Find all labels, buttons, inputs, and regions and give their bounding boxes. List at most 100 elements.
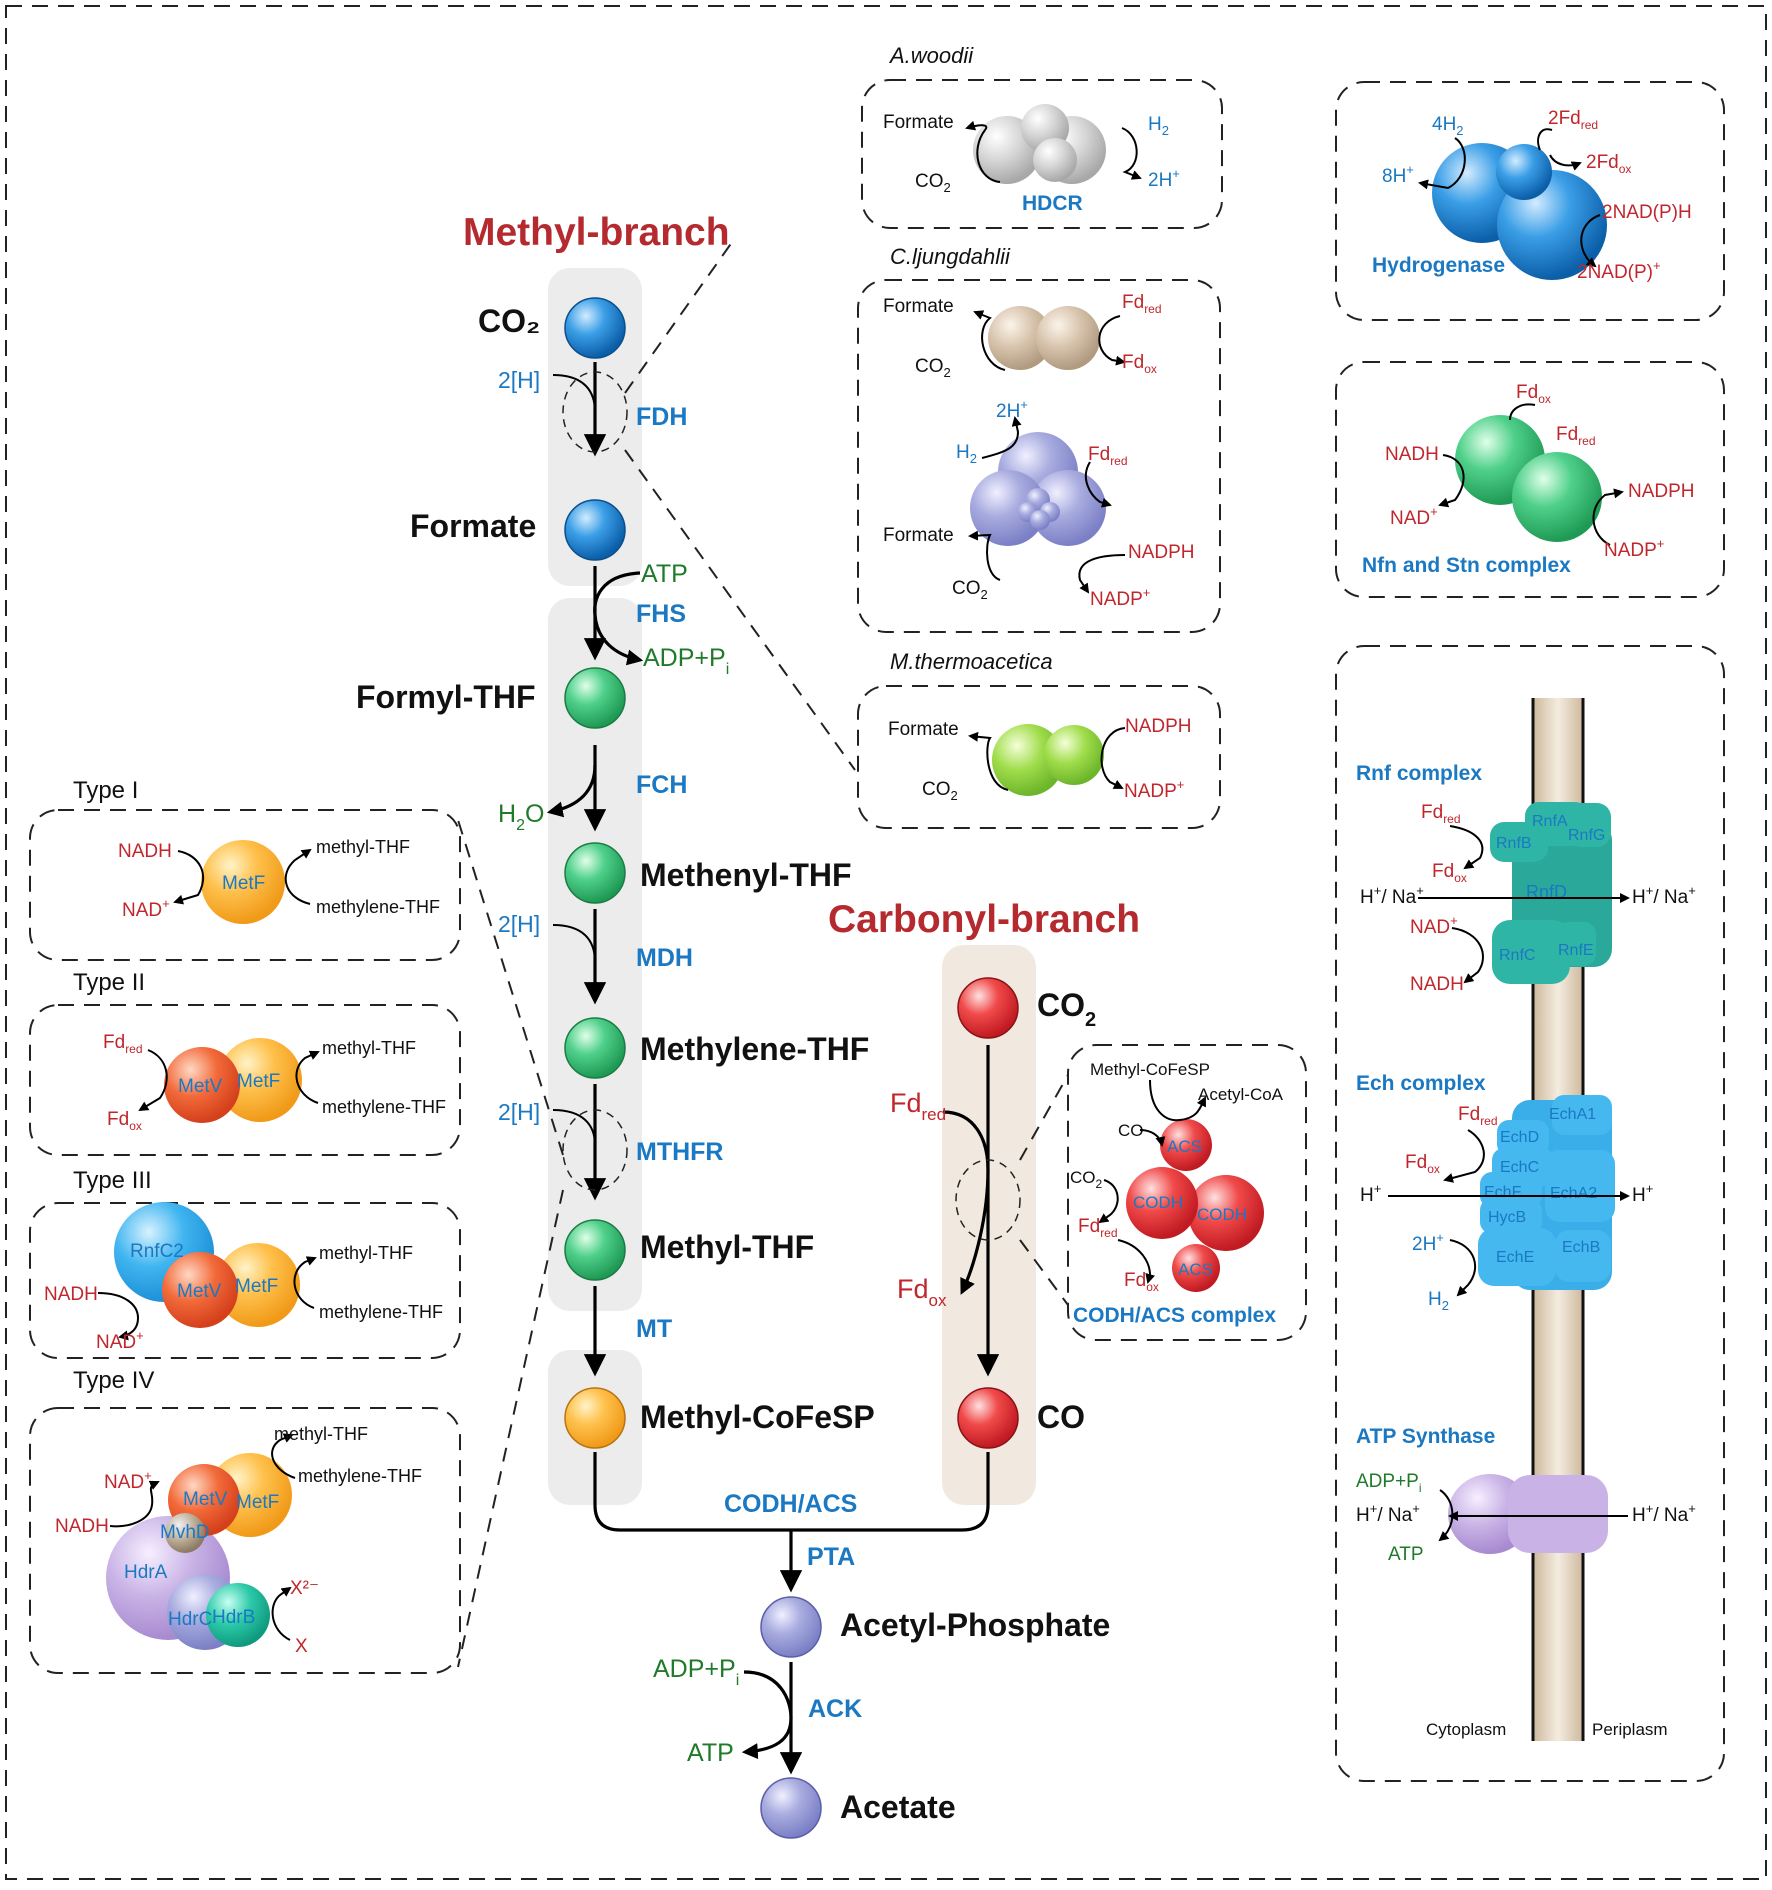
rnf-fdred: Fdred bbox=[1421, 802, 1461, 826]
mth-nadp-sup: + bbox=[1177, 777, 1185, 792]
formyl-thf-node bbox=[564, 667, 626, 729]
hyd-nadph-curve bbox=[1580, 214, 1601, 268]
hyd-8h: 8H+ bbox=[1382, 162, 1414, 187]
type4-hdrb-label: HdrB bbox=[212, 1607, 255, 1628]
cac-fdox: Fdox bbox=[1124, 1270, 1159, 1294]
fhs-adp-base: ADP+P bbox=[643, 644, 726, 672]
mthfr-2h-label: 2[H] bbox=[498, 1099, 540, 1125]
fdh-2h-label: 2[H] bbox=[498, 367, 540, 393]
cljungdahlii-panel bbox=[857, 279, 1221, 633]
type4-methylene-thf: methylene-THF bbox=[298, 1466, 422, 1486]
atp-ion-in-h: H bbox=[1356, 1505, 1370, 1526]
ech-fd-curve bbox=[1443, 1129, 1485, 1183]
nfn-fdox-sub: ox bbox=[1538, 392, 1551, 406]
co2-carbonyl-sub: 2 bbox=[1085, 1009, 1096, 1031]
cac-fdox-sub: ox bbox=[1146, 1280, 1159, 1294]
type3-methylene-thf: methylene-THF bbox=[319, 1302, 443, 1322]
clj-formate-curve bbox=[973, 310, 1006, 371]
atp-synthase-complex bbox=[1448, 1474, 1608, 1554]
clj-2h: 2H+ bbox=[996, 397, 1028, 422]
rnf-fdox-base: Fd bbox=[1432, 861, 1454, 882]
hyd-2fdox-base: 2Fd bbox=[1586, 152, 1619, 173]
type4-panel bbox=[29, 1407, 461, 1674]
type1-nadh-curve bbox=[173, 850, 205, 905]
type1-thf-curve bbox=[284, 848, 312, 905]
codh-acs-complex bbox=[1126, 1119, 1264, 1292]
hyd-nadp-sup: + bbox=[1653, 258, 1661, 273]
rnf-title: Rnf complex bbox=[1356, 762, 1482, 785]
type2-methyl-thf: methyl-THF bbox=[322, 1038, 416, 1058]
methenyl-thf-label: Methenyl-THF bbox=[640, 857, 852, 893]
atp-ion-out: H+/ Na+ bbox=[1632, 1501, 1696, 1526]
type3-methyl-thf: methyl-THF bbox=[319, 1243, 413, 1263]
acetate-label: Acetate bbox=[840, 1789, 956, 1825]
acetyl-phosphate-node bbox=[760, 1596, 822, 1658]
methyl-cofesp-node bbox=[564, 1387, 626, 1449]
acetate-node bbox=[760, 1777, 822, 1839]
clj-h2-curve bbox=[981, 416, 1022, 459]
mthermoacetica-title: M.thermoacetica bbox=[890, 649, 1053, 674]
type2-title: Type II bbox=[73, 969, 145, 996]
awoodii-h2-sub: 2 bbox=[1162, 123, 1169, 138]
type2-fdred-base: Fd bbox=[103, 1032, 125, 1053]
clj-fdox-1: Fdox bbox=[1122, 352, 1157, 376]
mthfr-leader-down bbox=[457, 1189, 564, 1668]
water-o: O bbox=[525, 800, 544, 828]
fhs-cofactor-curve bbox=[593, 571, 644, 666]
awoodii-co2: CO2 bbox=[915, 171, 951, 195]
ech-fdred-sub: red bbox=[1480, 1114, 1497, 1128]
type4-hdrb bbox=[206, 1583, 270, 1647]
type1-metf-label: MetF bbox=[222, 873, 265, 894]
echc-label: EchC bbox=[1500, 1159, 1539, 1176]
nfn-nadh: NADH bbox=[1385, 444, 1439, 465]
cac-co2-curve bbox=[1098, 1179, 1119, 1224]
nfn-nad-sup: + bbox=[1430, 504, 1438, 519]
type3-metv bbox=[162, 1252, 238, 1328]
ack-atp-label: ATP bbox=[687, 1739, 734, 1767]
type3-metv-label: MetV bbox=[177, 1281, 222, 1302]
codh-leader-up bbox=[1019, 1074, 1069, 1161]
hyd-2fdred: 2Fdred bbox=[1548, 108, 1598, 132]
nfn-panel bbox=[1335, 361, 1725, 598]
ech-h-in-sup: + bbox=[1374, 1181, 1382, 1196]
type4-methyl-thf: methyl-THF bbox=[274, 1424, 368, 1444]
codh-right-label: CODH bbox=[1197, 1205, 1247, 1224]
mdh-2h-label: 2[H] bbox=[498, 911, 540, 937]
codh-acs-label: CODH/ACS bbox=[724, 1490, 857, 1518]
hdcr-label: HDCR bbox=[1022, 192, 1083, 215]
type2-fd-curve bbox=[138, 1049, 168, 1112]
awoodii-title: A.woodii bbox=[888, 43, 974, 68]
mthfr-leader-up bbox=[457, 819, 564, 1156]
codh-fdox-sub: ox bbox=[929, 1291, 947, 1310]
ech-2h-base: 2H bbox=[1412, 1234, 1436, 1255]
type3-nadh-curve bbox=[97, 1292, 140, 1341]
type4-hdrc-label: HdrC bbox=[168, 1609, 212, 1630]
mthermoacetica-fdh-complex bbox=[992, 724, 1104, 796]
echb-label: EchB bbox=[1562, 1239, 1600, 1256]
rnf-ion-out-sup2: + bbox=[1688, 883, 1696, 898]
hyd-2fdred-base: 2Fd bbox=[1548, 108, 1581, 129]
type4-metf-label: MetF bbox=[236, 1492, 279, 1513]
hydrogenase-complex bbox=[1432, 143, 1607, 280]
ech-h2-base: H bbox=[1428, 1289, 1442, 1310]
type3-metf-label: MetF bbox=[235, 1276, 278, 1297]
awoodii-2h: 2H+ bbox=[1148, 166, 1180, 191]
type3-nadh: NADH bbox=[44, 1284, 98, 1305]
mth-co2: CO2 bbox=[922, 779, 958, 803]
type3-nad: NAD+ bbox=[96, 1328, 144, 1353]
clj-h2: H2 bbox=[956, 442, 977, 466]
nfn-fd-curve-a bbox=[1509, 403, 1536, 421]
hyd-nadph: 2NAD(P)H bbox=[1602, 202, 1692, 223]
mth-nadph-curve bbox=[1100, 727, 1126, 789]
hyd-8h-base: 8H bbox=[1382, 166, 1406, 187]
rnf-ion-in-h: H bbox=[1360, 887, 1374, 908]
awoodii-co2-sub: 2 bbox=[944, 180, 951, 195]
hycb-label: HycB bbox=[1488, 1209, 1526, 1226]
nfn-fdred: Fdred bbox=[1556, 424, 1596, 448]
atp-ion-out-na: / Na bbox=[1653, 1505, 1688, 1526]
mth-formate-curve bbox=[968, 731, 1009, 791]
mth-nadp: NADP+ bbox=[1124, 777, 1184, 802]
atp-ion-in-na: / Na bbox=[1377, 1505, 1412, 1526]
hydrogenase-title: Hydrogenase bbox=[1372, 254, 1505, 277]
